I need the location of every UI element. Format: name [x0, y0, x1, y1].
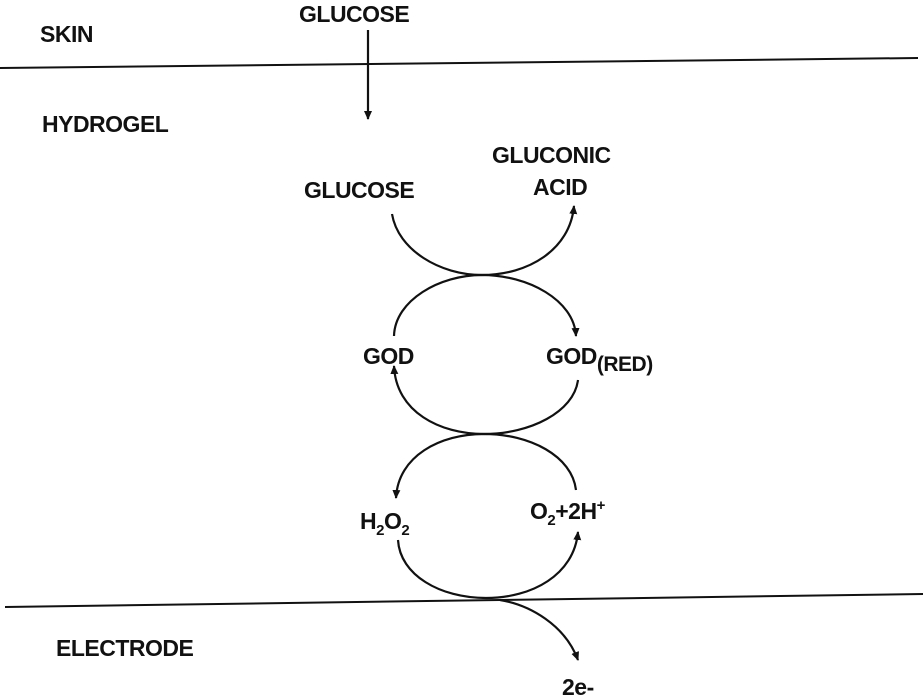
h2o2-h: H	[360, 508, 376, 534]
god-red-tag: (RED)	[597, 353, 653, 376]
god-red-main: GOD	[546, 343, 597, 369]
god-reoxidation-arrow	[394, 366, 578, 434]
hydrogel-label: HYDROGEL	[42, 113, 168, 136]
o2-rest: +2H	[555, 498, 596, 524]
electrons-label: 2e-	[562, 676, 594, 699]
glucose-label: GLUCOSE	[304, 179, 414, 202]
electron-transfer-arrow	[500, 600, 578, 660]
o2-2h-label: O2+2H+	[530, 500, 605, 523]
h2o2-o: O	[384, 508, 401, 534]
skin-label: SKIN	[40, 23, 93, 46]
glucose-to-gluconic-arrow	[392, 206, 574, 275]
oxygen-to-peroxide-arrow	[396, 434, 576, 498]
electrode-label: ELECTRODE	[56, 637, 193, 660]
o2-plus-sup: +	[597, 497, 605, 514]
god-red-label: GOD(RED)	[546, 345, 653, 368]
peroxide-oxidation-arrow	[398, 532, 578, 598]
h2o2-sub-h: 2	[376, 522, 384, 539]
god-label: GOD	[363, 345, 414, 368]
gluconic-label-line2: ACID	[533, 176, 587, 199]
h2o2-label: H2O2	[360, 510, 409, 533]
skin-hydrogel-boundary	[0, 58, 918, 68]
o2-sub: 2	[547, 512, 555, 529]
glucose-top-label: GLUCOSE	[299, 3, 409, 26]
h2o2-sub-o: 2	[401, 522, 409, 539]
o2-o: O	[530, 498, 547, 524]
god-reduction-arrow	[394, 275, 576, 336]
gluconic-label-line1: GLUCONIC	[492, 144, 611, 167]
